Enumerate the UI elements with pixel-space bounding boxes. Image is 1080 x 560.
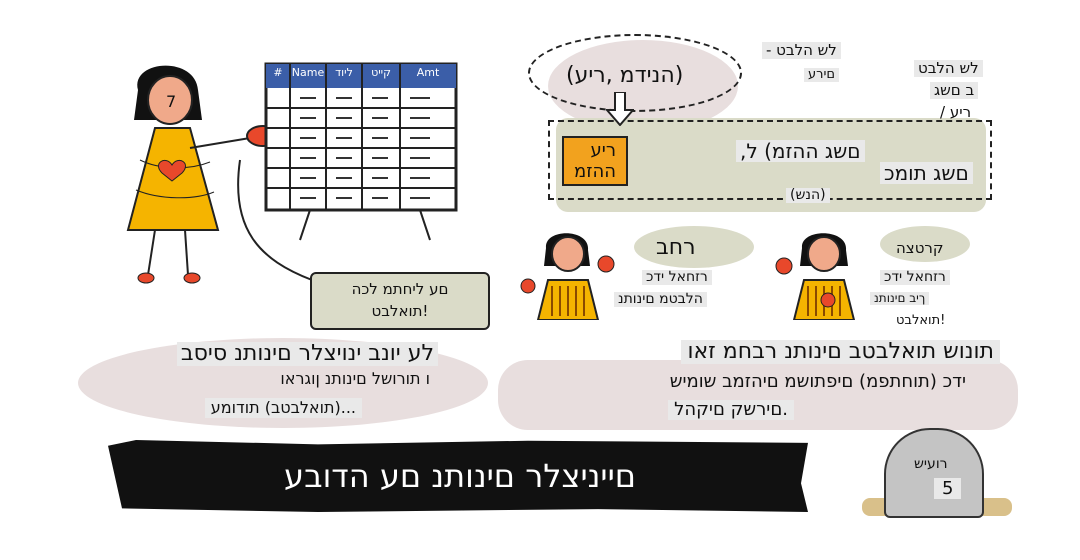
note-1-line-1: לש הלבט - bbox=[762, 42, 841, 59]
note-2-line-1: לש הלבט bbox=[914, 60, 983, 77]
speech-line-1: םע ליחתמ לכה bbox=[351, 280, 449, 298]
table-header-cell: Amt bbox=[416, 66, 440, 79]
left-person-sub-1: רזחאל ידכ bbox=[642, 269, 712, 286]
person-number: 7 bbox=[166, 92, 177, 111]
city-id-box: ריע ההזמ bbox=[562, 136, 628, 186]
note-2-line-2: ב םשג bbox=[930, 82, 979, 99]
right-person-figure bbox=[775, 233, 856, 320]
table-header-cell: קייט bbox=[371, 66, 391, 79]
left-caption-line-1: לע יונב ינויצלר םינותנ סיסב bbox=[176, 341, 438, 367]
table-header-cell: Name bbox=[291, 66, 325, 79]
rain-box-dashed bbox=[548, 120, 992, 200]
right-person-sub-1: רזחאל ידכ bbox=[880, 269, 950, 286]
tombstone-text-line-1: רועיש bbox=[914, 456, 948, 472]
left-caption-line-2: ו תורושל םינותנ ןוגראו bbox=[280, 369, 430, 388]
year-label: (הנש) bbox=[786, 187, 830, 204]
left-person-title-highlight bbox=[634, 226, 754, 268]
table-header-cell: ליוד bbox=[335, 66, 353, 79]
city-ellipse-dashed bbox=[528, 34, 742, 112]
right-person-title: קרטצה bbox=[896, 239, 944, 257]
table-header-cell: # bbox=[273, 66, 283, 79]
tombstone-text-line-2: 5 bbox=[934, 478, 962, 499]
lesson-title: םייניצלר םינותנ םע הדובע bbox=[284, 457, 636, 495]
arrow-down-icon bbox=[606, 92, 634, 126]
note-1-line-2: םירע bbox=[804, 67, 840, 83]
presenter-figure bbox=[126, 62, 458, 284]
speech-line-2: !תואלבט bbox=[371, 302, 429, 320]
right-caption-line-1: תונוש תואלבטב םינותנ רבחמ זאו bbox=[681, 339, 1000, 365]
tombstone-icon bbox=[884, 428, 984, 518]
speech-bubble: םע ליחתמ לכה !תואלבט bbox=[310, 272, 490, 330]
table-header-row: # Name ליוד קייט Amt bbox=[266, 66, 456, 88]
rain-id-line: םשג ההזמ) ל, bbox=[736, 140, 865, 162]
right-person-sub-3: !תואלבט bbox=[896, 313, 946, 328]
right-caption-line-3: .םירשק םיקהל bbox=[668, 400, 794, 420]
right-caption-line-2: ידכ (תוחתפמ) םיפתושמ םיהזמב שומיש bbox=[669, 371, 966, 392]
rain-support-label: םשג תומכ bbox=[880, 162, 973, 184]
right-person-title-highlight bbox=[880, 226, 970, 262]
left-person-title: רחב bbox=[656, 235, 696, 260]
left-person-figure bbox=[520, 233, 615, 320]
title-banner bbox=[108, 440, 808, 512]
note-2-line-3: ריע / bbox=[940, 103, 972, 121]
left-caption-line-3: ...(תואלבטב) תודומע bbox=[204, 398, 362, 418]
city-table-title: (הנידמ ,ריע) bbox=[566, 63, 684, 88]
left-person-sub-2: הלבטמ םינותנ bbox=[614, 291, 707, 308]
right-person-sub-2: ךיב םינותנ bbox=[870, 291, 930, 306]
